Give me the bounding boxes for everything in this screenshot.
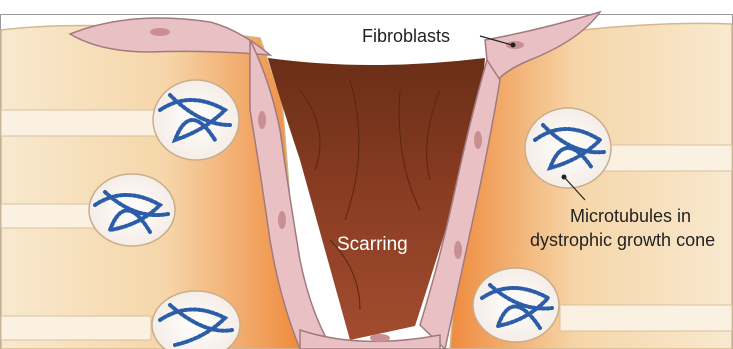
microtubules-leader-dot <box>562 175 567 180</box>
fibroblasts-label: Fibroblasts <box>362 26 450 46</box>
microtubules-label-line1: Microtubules in <box>570 206 691 226</box>
scarring-label: Scarring <box>337 234 408 255</box>
fibroblasts-leader-dot <box>511 43 516 48</box>
microtubules-label-line2: dystrophic growth cone <box>530 230 715 250</box>
